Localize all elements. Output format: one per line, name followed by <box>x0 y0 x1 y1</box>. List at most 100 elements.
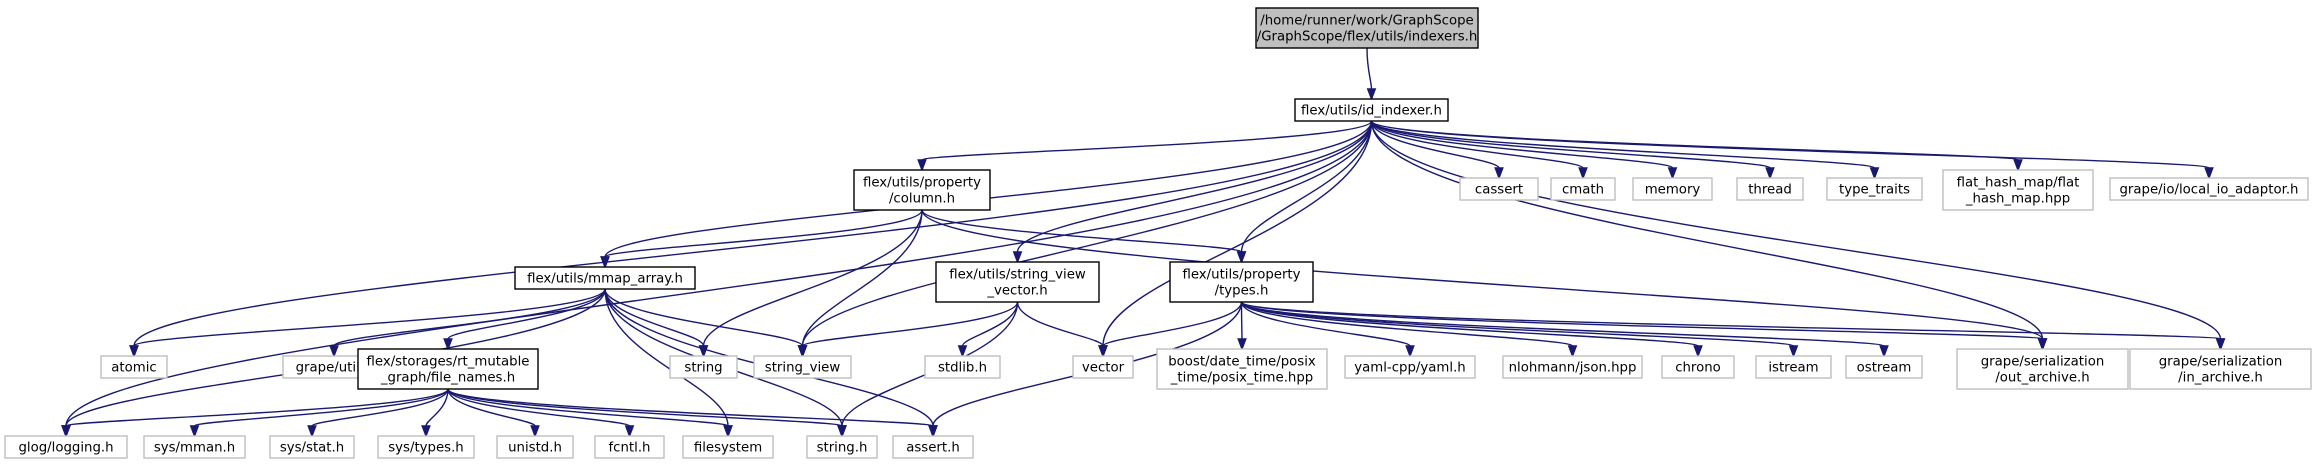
edge-n19-to-n24 <box>1240 301 1578 358</box>
node-box <box>377 435 475 459</box>
node-flex-utils-string-view-vector-h[interactable]: flex/utils/string_view_vector.h <box>935 261 1100 303</box>
node-cassert: cassert <box>1459 177 1539 201</box>
edge-n2-to-n29 <box>1012 120 1373 264</box>
node-label: memory <box>1645 183 1701 198</box>
edge-line <box>604 288 804 347</box>
arrowhead <box>1667 167 1678 180</box>
node-flex-utils-property-column-h[interactable]: flex/utils/property/column.h <box>853 169 991 211</box>
node-label: flex/utils/property <box>863 176 981 191</box>
node-box <box>1755 355 1832 379</box>
node-box <box>1169 261 1314 303</box>
node-flex-storages-rt-mutable-graph-file-names-h[interactable]: flex/storages/rt_mutable_graph/file_name… <box>357 348 539 390</box>
edge-line <box>447 388 843 427</box>
edge-n5-to-n6 <box>329 288 606 358</box>
arrowhead <box>2204 167 2214 180</box>
edge-line <box>1370 120 2210 169</box>
edge-n19-to-n26 <box>1240 301 1799 358</box>
edge-n5-to-n4 <box>129 288 606 358</box>
node-flex-utils-id-indexer-h[interactable]: flex/utils/id_indexer.h <box>1294 98 1449 122</box>
arrowhead <box>1879 345 1889 358</box>
node-string-view: string_view <box>753 355 852 379</box>
edge-n7-to-n13 <box>447 388 733 438</box>
arrowhead <box>421 425 431 438</box>
node-box <box>853 169 991 211</box>
node-box <box>892 435 974 459</box>
edge-n7-to-n8 <box>189 388 449 438</box>
edge-line <box>921 120 1373 161</box>
node-sys-types-h: sys/types.h <box>377 435 475 459</box>
edge-line <box>447 388 729 427</box>
edge-line <box>961 301 1019 347</box>
node-sys-stat-h: sys/stat.h <box>269 435 355 459</box>
arrowhead <box>307 425 317 438</box>
edge-line <box>702 209 923 347</box>
node-label: string_view <box>765 361 841 376</box>
node-label: sys/mman.h <box>154 441 235 456</box>
node-label: type_traits <box>1839 183 1910 198</box>
node-box <box>1736 177 1804 201</box>
node-box <box>924 355 1001 379</box>
node-box <box>753 355 852 379</box>
arrowhead <box>957 345 968 358</box>
nodes-layer: /home/runner/work/GraphScope/GraphScope/… <box>4 7 2312 459</box>
node-filesystem: filesystem <box>682 435 774 459</box>
edge-line <box>65 388 449 427</box>
node-box <box>594 435 665 459</box>
node-label: grape/serialization <box>2159 355 2283 370</box>
node-sys-mman-h: sys/mman.h <box>143 435 246 459</box>
node-label: grape/util.h <box>296 361 373 376</box>
edge-n19-to-n20 <box>1237 301 1247 351</box>
arrowhead <box>2013 159 2023 172</box>
arrowhead <box>1869 167 1880 180</box>
edge-line <box>1240 301 1885 347</box>
node-flat-hash-map-flat-hash-map-hpp: flat_hash_map/flat_hash_map.hpp <box>1942 169 2094 211</box>
node-boost-date-time-posix-time-posix-time-hpp: boost/date_time/posix_time/posix_time.hp… <box>1156 348 1328 390</box>
edge-line <box>1370 120 1771 169</box>
edge-line <box>1102 301 1243 347</box>
node-label: string.h <box>817 441 868 456</box>
arrowhead <box>129 345 139 358</box>
arrowhead <box>1405 345 1415 358</box>
edge-line <box>604 209 923 258</box>
arrowhead <box>329 345 339 358</box>
node-flex-utils-property-types-h[interactable]: flex/utils/property/types.h <box>1169 261 1314 303</box>
edge-line <box>447 288 606 340</box>
node-box <box>935 261 1100 303</box>
edge-n2-to-n22 <box>1370 120 2226 351</box>
node-label: vector <box>1082 361 1125 376</box>
arrowhead <box>1567 345 1578 358</box>
node-box <box>143 435 246 459</box>
node-flex-utils-mmap-array-h[interactable]: flex/utils/mmap_array.h <box>514 266 696 290</box>
arrowhead <box>1765 167 1775 180</box>
node-label: /column.h <box>889 192 955 207</box>
edge-line <box>1370 120 2222 340</box>
node-label: grape/io/local_io_adaptor.h <box>2119 183 2298 198</box>
node-grape-serialization-out-archive-h: grape/serialization/out_archive.h <box>1956 348 2129 390</box>
node-label: _time/posix_time.hpp <box>1170 371 1313 386</box>
arrowhead <box>61 425 71 438</box>
node-box <box>1502 355 1643 379</box>
edge-line <box>1240 120 1373 253</box>
node-label: istream <box>1768 361 1818 376</box>
edge-line <box>425 388 449 427</box>
node-assert-h: assert.h <box>892 435 974 459</box>
edge-n7-to-n14 <box>447 388 847 438</box>
node-label: cassert <box>1475 183 1523 198</box>
arrowhead <box>1236 251 1247 264</box>
edge-line <box>447 388 536 427</box>
edge-n7-to-n3 <box>61 388 449 438</box>
node-box <box>1845 355 1923 379</box>
node-label: filesystem <box>694 441 762 456</box>
node-box <box>1459 177 1539 201</box>
edge-n2-to-n35 <box>1370 120 1880 180</box>
edge-line <box>311 388 449 427</box>
edge-n18-to-n19 <box>921 209 1247 264</box>
node-label: boost/date_time/posix <box>1168 355 1316 370</box>
node-vector: vector <box>1072 355 1134 379</box>
arrowhead <box>1237 338 1247 351</box>
node-box <box>1156 348 1328 390</box>
node-home-runner-work-graphscope-graphscope-flex-utils-indexers-h[interactable]: /home/runner/work/GraphScope/GraphScope/… <box>1255 7 1479 49</box>
node-label: flat_hash_map/flat <box>1957 176 2080 191</box>
edge-n5-to-n7 <box>443 288 606 351</box>
node-box <box>269 435 355 459</box>
